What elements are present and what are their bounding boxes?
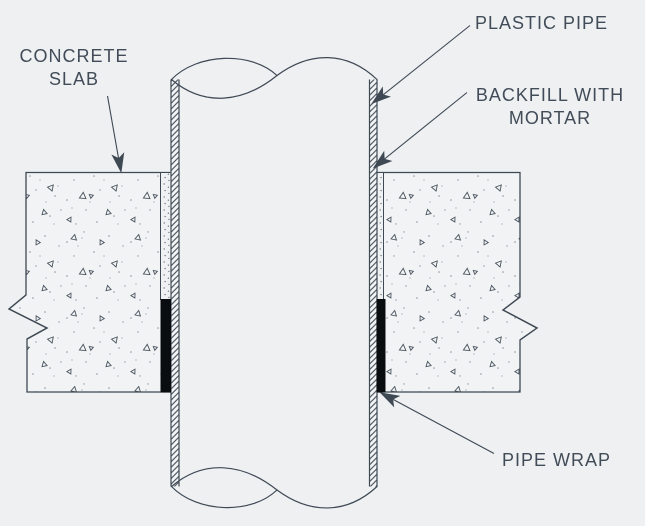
pipe-break-top	[170, 57, 378, 99]
concrete-slab-right-fill	[383, 172, 537, 392]
backfill-label-line2: MORTAR	[508, 108, 592, 128]
mortar-backfill-right	[377, 172, 384, 300]
break-line-left	[7, 294, 49, 340]
backfill-label-line1: BACKFILL WITH	[475, 85, 625, 105]
pipe-wrap-left	[160, 299, 171, 393]
leader-concrete-slab	[106, 95, 125, 174]
leader-pipe-wrap	[379, 392, 495, 454]
pipe-break-bottom	[170, 467, 378, 509]
mortar-backfill-left	[160, 172, 171, 300]
leaders	[106, 25, 495, 454]
arrowhead-concrete-slab	[111, 152, 125, 174]
concrete-slab-left-fill	[9, 172, 161, 392]
concrete-slab-label-line2: SLAB	[48, 69, 100, 89]
leader-plastic-pipe	[371, 25, 471, 105]
arrowhead-pipe-wrap	[379, 392, 401, 408]
pipe-wall-right	[368, 79, 378, 487]
leader-backfill	[372, 92, 468, 169]
concrete-slab-right	[377, 171, 539, 393]
pipe-wall-left	[170, 79, 180, 487]
pipe-wrap-right	[376, 299, 386, 393]
arrowhead-backfill	[372, 150, 393, 169]
plastic-pipe-label: PLASTIC PIPE	[475, 13, 609, 33]
concrete-slab-left	[7, 171, 171, 393]
concrete-slab-label: CONCRETE SLAB	[6, 45, 142, 91]
arrowhead-plastic-pipe	[371, 86, 391, 105]
concrete-slab-label-line1: CONCRETE	[19, 46, 129, 66]
break-line-right	[501, 296, 539, 341]
pipe-wrap-label: PIPE WRAP	[502, 450, 612, 470]
backfill-with-mortar-label: BACKFILL WITH MORTAR	[466, 84, 634, 130]
